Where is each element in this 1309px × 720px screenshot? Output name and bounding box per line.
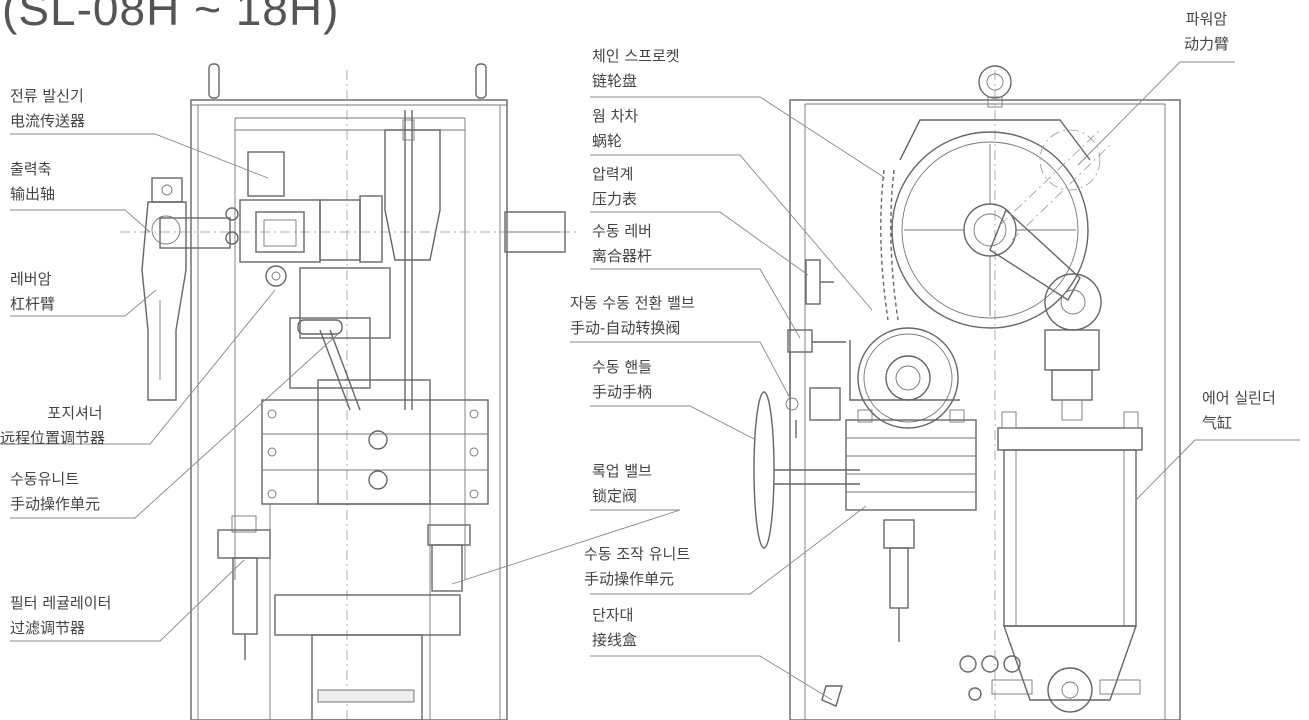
label-worm-wheel-zh: 蜗轮 [592,132,623,150]
label-manual-lever-ko: 수동 레버 [592,222,652,240]
label-manual-operation-unit-zh: 手动操作单元 [584,570,675,588]
manual-handle-drawing [753,391,860,549]
positioner-drawing [225,151,383,287]
label-power-arm-zh: 动力臂 [1184,35,1230,53]
label-manual-operation-unit: 수동 조작 유니트 手动操作单元 [584,545,690,588]
label-air-cylinder-zh: 气缸 [1202,414,1233,432]
label-pressure-gauge-ko: 압력계 [592,165,634,183]
label-current-transmitter-ko: 전류 발신기 [10,87,84,105]
left-frame [190,99,508,720]
manual-unit-plate [261,379,489,505]
label-manual-unit-left: 수동유니트 手动操作单元 [10,470,100,513]
label-manual-handle: 수동 핸들 手动手柄 [592,358,652,401]
label-current-transmitter-zh: 电流传送器 [10,112,86,130]
left-chain-drawing [384,110,441,410]
label-output-shaft: 출력축 输出轴 [10,160,55,203]
right-filter-drawing [883,519,915,642]
diagram-title: (SL-08H ~ 18H) [2,0,340,35]
label-chain-sprocket-zh: 链轮盘 [592,72,638,90]
label-positioner: 포지셔너 远程位置调节器 [0,404,150,447]
worm-wheel-drawing [849,327,960,429]
leader-lines [0,61,1300,701]
label-terminal-box-zh: 接线盒 [592,631,638,649]
label-chain-sprocket: 체인 스프로켓 链轮盘 [592,47,680,90]
label-manual-lever: 수동 레버 离合器杆 [592,222,652,265]
label-lever-arm-ko: 레버암 [10,270,52,288]
auto-manual-valve-drawing [795,387,841,438]
bottom-gauges [959,655,1141,701]
label-power-arm: 파워암 动力臂 [1184,10,1229,53]
label-auto-manual-valve: 자동 수동 전환 밸브 手动-自动转换阀 [570,294,695,337]
label-terminal-box-ko: 단자대 [592,606,634,624]
label-auto-manual-valve-ko: 자동 수동 전환 밸브 [570,294,695,312]
label-auto-manual-valve-zh: 手动-自动转换阀 [570,319,681,337]
lever-arm-drawing [141,177,187,401]
power-arm-ghost [999,129,1111,241]
label-lever-arm-zh: 杠杆臂 [10,295,56,313]
power-arm-wheel-drawing [891,119,1091,329]
cylinder-rod-drawing [1044,273,1102,421]
label-chain-sprocket-ko: 체인 스프로켓 [592,47,680,65]
label-output-shaft-zh: 输出轴 [10,185,56,203]
label-lockup-valve: 록업 밸브 锁定阀 [592,462,652,505]
label-power-arm-ko: 파워암 [1185,10,1228,28]
left-view [120,63,580,720]
air-cylinder-drawing [997,411,1143,713]
label-manual-unit-left-zh: 手动操作单元 [10,495,101,513]
label-filter-regulator-ko: 필터 레귤레이터 [10,594,112,612]
manual-lever-drawing [785,329,846,411]
label-current-transmitter: 전류 발신기 电流传送器 [10,87,85,130]
label-manual-unit-left-ko: 수동유니트 [10,470,80,488]
label-lockup-valve-zh: 锁定阀 [592,487,638,505]
label-positioner-ko: 포지셔너 [47,404,103,422]
label-manual-operation-unit-ko: 수동 조작 유니트 [584,545,691,563]
manual-operation-unit-drawing [845,409,977,511]
left-lifting-eyes [208,63,487,99]
right-frame [789,99,1181,720]
label-air-cylinder: 에어 실린더 气缸 [1202,389,1276,432]
label-worm-wheel-ko: 웜 차차 [592,107,639,125]
label-lockup-valve-ko: 록업 밸브 [592,462,652,480]
label-terminal-box: 단자대 接线盒 [592,606,637,649]
left-lockup-valve-drawing [427,524,471,592]
filter-regulator-drawing [217,515,271,660]
pressure-gauge-drawing [805,259,834,305]
label-positioner-zh: 远程位置调节器 [0,429,106,447]
label-pressure-gauge-zh: 压力表 [592,190,638,208]
label-pressure-gauge: 압력계 压力表 [592,165,637,208]
label-filter-regulator: 필터 레귤레이터 过滤调节器 [10,594,111,637]
right-view [753,65,1181,720]
label-output-shaft-ko: 출력축 [10,160,52,178]
label-filter-regulator-zh: 过滤调节器 [10,619,86,637]
label-lever-arm: 레버암 杠杆臂 [10,270,55,313]
label-air-cylinder-ko: 에어 실린더 [1202,389,1276,407]
label-manual-handle-zh: 手动手柄 [592,383,653,401]
label-worm-wheel: 웜 차차 蜗轮 [592,107,638,150]
terminal-box-drawing [821,685,843,707]
chain-sprocket-drawing [880,169,899,321]
label-manual-lever-zh: 离合器杆 [592,247,653,265]
label-manual-handle-ko: 수동 핸들 [592,358,652,376]
